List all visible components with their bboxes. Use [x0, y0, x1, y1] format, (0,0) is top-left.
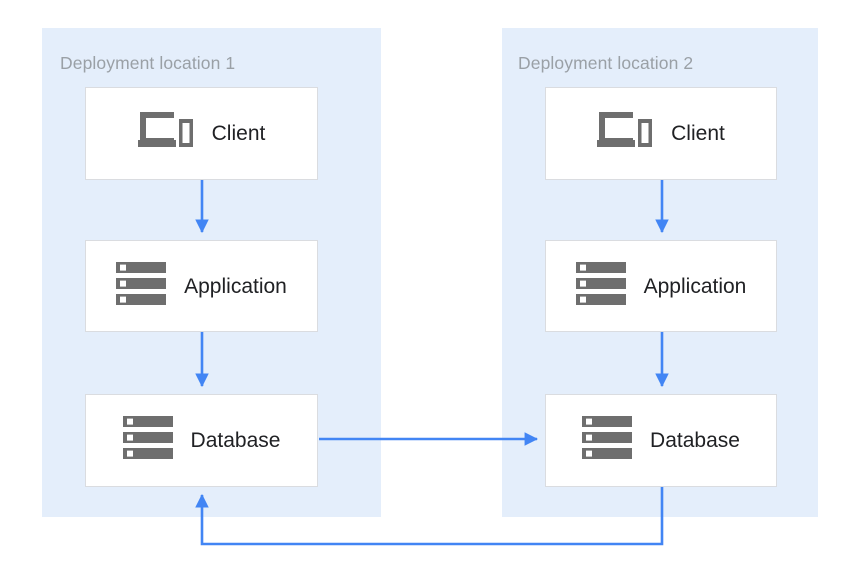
node-application-2-label: Application	[643, 274, 747, 298]
zone-deployment-location-2-label: Deployment location 2	[518, 53, 694, 73]
node-application-1[interactable]: Application	[85, 240, 318, 332]
server-icon	[122, 416, 173, 465]
server-icon	[116, 261, 167, 311]
devices-icon	[597, 110, 653, 157]
server-icon	[582, 416, 633, 465]
node-database-2[interactable]: Database	[545, 394, 777, 487]
node-database-2-label: Database	[650, 429, 740, 452]
node-client-1-label: Client	[211, 122, 266, 145]
zone-deployment-location-1-label: Deployment location 1	[60, 53, 236, 73]
node-database-1[interactable]: Database	[85, 394, 318, 487]
node-application-1-label: Application	[184, 274, 287, 298]
node-client-1[interactable]: Client	[85, 87, 318, 180]
node-client-2[interactable]: Client	[545, 87, 777, 180]
node-client-2-label: Client	[671, 122, 725, 145]
server-icon	[575, 261, 626, 311]
devices-icon	[137, 110, 194, 157]
node-application-2[interactable]: Application	[545, 240, 777, 332]
node-database-1-label: Database	[190, 429, 281, 452]
